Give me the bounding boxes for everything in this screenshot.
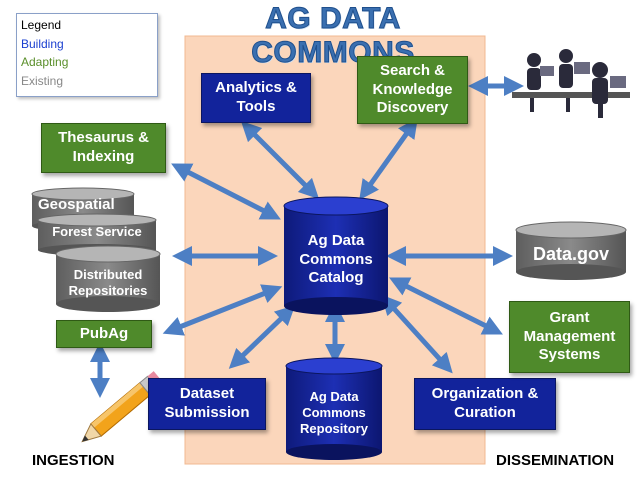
cylinder-distributed bbox=[55, 245, 161, 312]
legend-item-existing: Existing bbox=[21, 73, 64, 88]
thesaurus-indexing-box: Thesaurus & Indexing bbox=[41, 123, 166, 173]
people-at-computers-icon bbox=[512, 49, 630, 118]
grant-management-box: Grant Management Systems bbox=[509, 301, 630, 373]
organization-curation-box: Organization & Curation bbox=[414, 378, 556, 430]
cylinder-datagov bbox=[515, 221, 627, 280]
arrow-thesaurus bbox=[171, 163, 281, 220]
catalog-label: Ag Data Commons Catalog bbox=[299, 231, 373, 287]
datagov-label: Data.gov bbox=[532, 243, 610, 264]
cylinder-repository bbox=[285, 357, 383, 460]
dissemination-label: DISSEMINATION bbox=[496, 452, 615, 469]
ingestion-label: INGESTION bbox=[32, 452, 115, 469]
legend-item-building: Building bbox=[21, 36, 64, 51]
pubag-box: PubAg bbox=[56, 320, 152, 348]
dataset-submission-box: Dataset Submission bbox=[148, 378, 266, 430]
legend: Legend Building Adapting Existing bbox=[16, 13, 158, 97]
arrow-analytics bbox=[240, 120, 320, 200]
cylinder-forest-service bbox=[37, 213, 157, 256]
connector-arrows bbox=[90, 76, 524, 398]
analytics-tools-box: Analytics & Tools bbox=[201, 73, 311, 123]
cylinder-catalog bbox=[283, 196, 389, 315]
arrow-grant bbox=[389, 277, 503, 335]
distributed-repositories-label: Distributed Repositories bbox=[68, 266, 148, 298]
legend-heading: Legend bbox=[21, 18, 62, 32]
arrow-search bbox=[359, 117, 418, 201]
search-discovery-box: Search & Knowledge Discovery bbox=[357, 56, 468, 124]
legend-item-adapting: Adapting bbox=[21, 55, 69, 70]
repository-label: Ag Data Commons Repository bbox=[300, 388, 368, 437]
arrow-pubag bbox=[162, 284, 283, 336]
arrow-dataset bbox=[228, 305, 296, 369]
geospatial-label: Geospatial bbox=[38, 195, 115, 213]
forest-service-label: Forest Service bbox=[52, 223, 142, 239]
